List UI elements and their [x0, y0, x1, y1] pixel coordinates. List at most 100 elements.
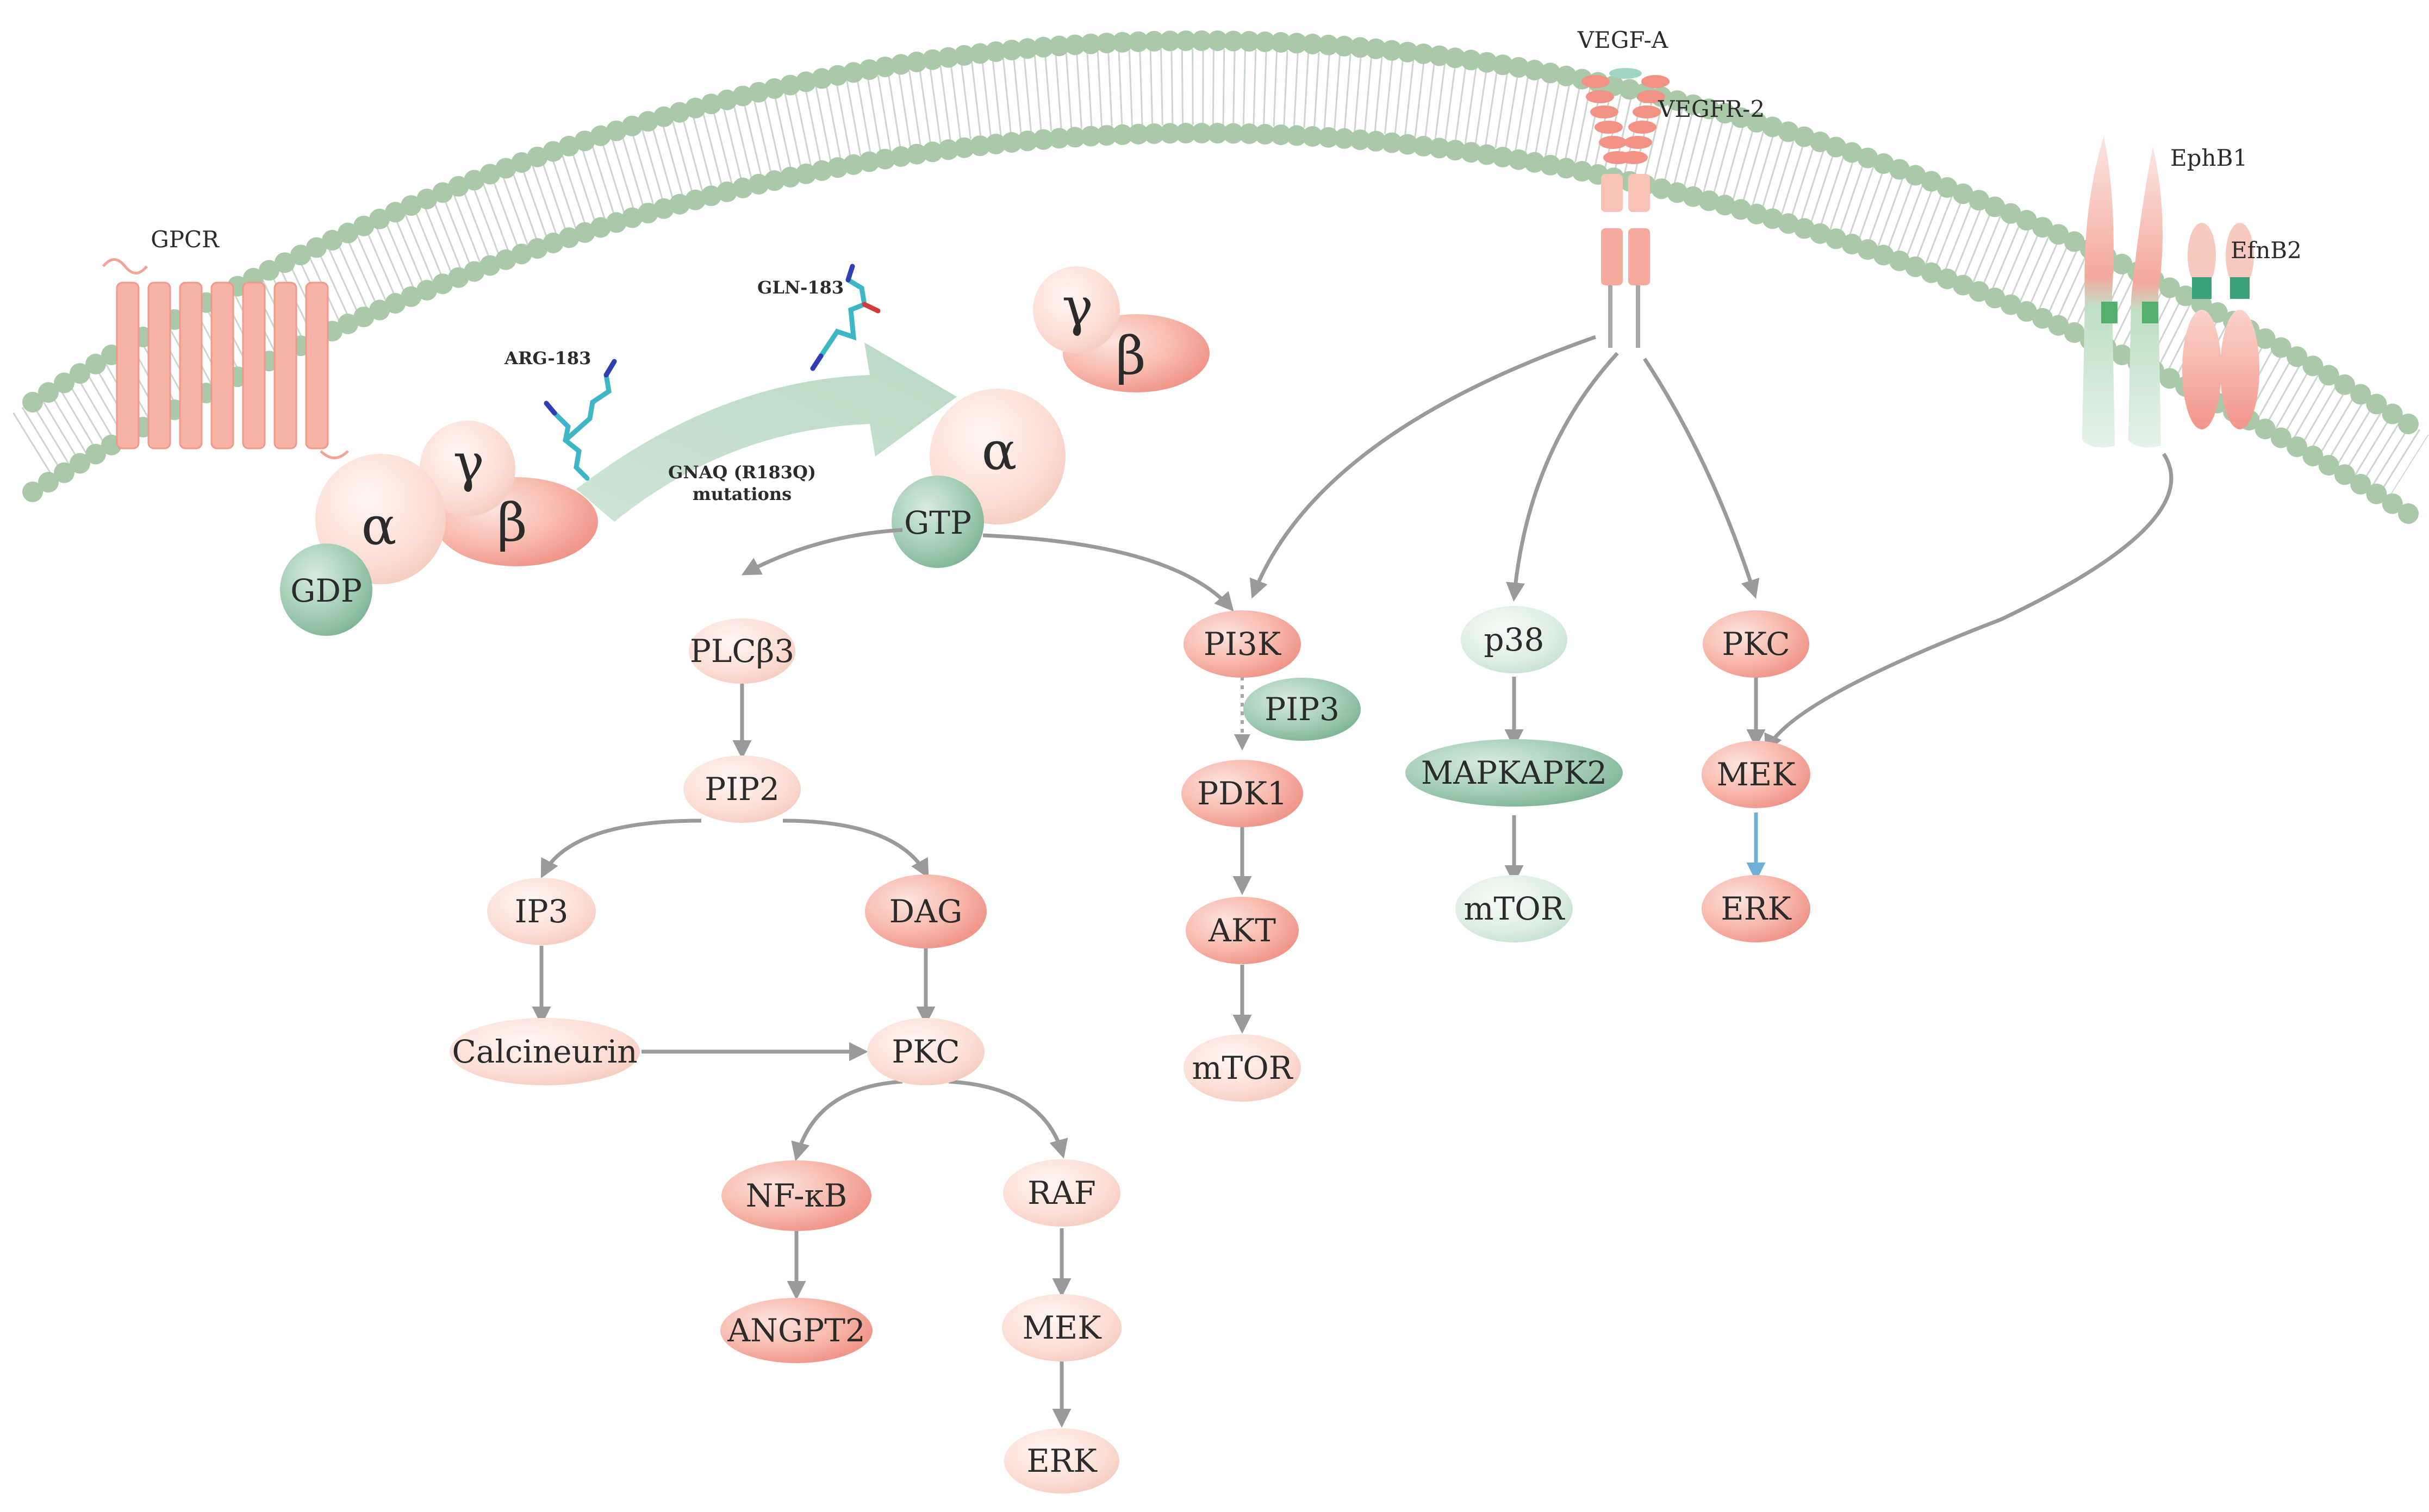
membrane-head: [669, 193, 690, 215]
membrane-head: [638, 111, 658, 132]
membrane-head: [922, 49, 943, 70]
membrane-head: [401, 195, 422, 216]
membrane-head: [574, 130, 595, 152]
membrane-head: [2302, 355, 2324, 377]
membrane-head: [621, 115, 643, 136]
membrane-head: [653, 106, 674, 127]
membrane-head: [1223, 30, 1244, 52]
membrane-head: [701, 185, 722, 207]
membrane-head: [1952, 183, 1973, 204]
membrane-head: [1049, 35, 1070, 57]
membrane-head: [1064, 34, 1086, 55]
membrane-head: [1349, 129, 1371, 151]
membrane-head: [1555, 65, 1577, 86]
membrane-head: [1160, 30, 1181, 52]
membrane-head: [1270, 124, 1291, 145]
gamma-label: γ: [453, 433, 484, 493]
membrane-head: [1460, 49, 1481, 71]
membrane-head: [2032, 217, 2053, 238]
membrane-head: [1175, 30, 1197, 51]
label-plcb3: PLCβ3: [690, 633, 794, 670]
membrane-head: [1873, 153, 1894, 174]
membrane-head: [432, 182, 453, 203]
gdp-shape: [280, 543, 372, 636]
membrane-head: [85, 443, 106, 465]
membrane-head: [464, 170, 485, 191]
node-erk-main: [1004, 1428, 1119, 1494]
membrane-head: [1793, 218, 1815, 239]
membrane-head: [1651, 178, 1672, 199]
membrane-head: [780, 74, 801, 96]
label-mek-main: MEK: [1022, 1309, 1102, 1346]
membrane-head: [985, 41, 1006, 63]
membrane-head: [2000, 203, 2021, 224]
membrane-head: [1286, 125, 1307, 146]
membrane-head: [717, 181, 738, 202]
membrane-head: [1429, 45, 1450, 66]
membrane-head: [1698, 98, 1720, 120]
membrane-head: [732, 177, 753, 198]
membrane-head: [890, 146, 912, 167]
membrane-head: [479, 255, 501, 276]
membrane-head: [1905, 165, 1926, 186]
membrane-head: [1524, 60, 1545, 80]
membrane-head: [1841, 142, 1863, 163]
membrane-head: [543, 233, 564, 253]
gpcr-receptor: GPCR: [102, 226, 349, 459]
membrane-head: [495, 158, 516, 179]
label-pip2: PIP2: [705, 771, 780, 808]
membrane-head: [685, 97, 706, 118]
membrane-head: [275, 252, 295, 273]
node-plcb3: [689, 618, 795, 684]
membrane-head: [938, 139, 959, 160]
membrane-head: [1889, 159, 1910, 180]
membrane-head: [795, 71, 817, 92]
membrane-head: [843, 154, 864, 175]
membrane-head: [464, 261, 485, 282]
node-pkc-main: [867, 1018, 985, 1085]
membrane-head: [1921, 171, 1942, 192]
node-mapkapk2: [1405, 739, 1623, 807]
vegfr2-domain: [1599, 136, 1627, 149]
label-pkc-main: PKC: [892, 1033, 960, 1070]
vegfr2-receptor: VEGF-A VEGFR-2: [1577, 27, 1765, 348]
membrane-head: [2191, 293, 2212, 315]
node-akt: [1186, 897, 1299, 964]
membrane-head: [1969, 190, 1990, 211]
label-pkc-right: PKC: [1722, 626, 1790, 663]
membrane-head: [2350, 473, 2371, 495]
membrane-head: [1112, 32, 1133, 53]
membrane-head: [1223, 123, 1244, 144]
membrane-head: [1381, 40, 1403, 61]
node-mtor-akt: [1184, 1034, 1301, 1102]
ephb1-label: EphB1: [2170, 145, 2247, 171]
membrane-head: [1365, 130, 1386, 152]
membrane-head: [1160, 123, 1181, 144]
membrane-head: [590, 217, 611, 238]
node-mek-main: [1002, 1294, 1122, 1361]
label-p38: p38: [1484, 621, 1544, 658]
active-beta-label: β: [1116, 326, 1146, 386]
membrane-head: [1984, 288, 2006, 309]
membrane-head: [306, 237, 327, 258]
membrane-head: [1318, 34, 1339, 55]
arrow-vegfr-p38: [1506, 352, 1619, 602]
membrane-head: [54, 372, 74, 393]
membrane-head: [1207, 123, 1228, 143]
vegfr2-domain: [1628, 121, 1656, 134]
membrane-head: [2350, 384, 2371, 405]
cell-membrane: [13, 30, 2429, 524]
membrane-head: [2048, 224, 2069, 245]
membrane-head: [590, 125, 611, 146]
membrane-head: [2254, 418, 2276, 440]
arrow-pip2-ip3: [540, 819, 702, 879]
membrane-head: [2254, 328, 2276, 349]
membrane-head: [2064, 231, 2085, 252]
membrane-head: [543, 141, 564, 162]
membrane-head: [875, 148, 896, 170]
membrane-head: [1778, 213, 1799, 234]
membrane-head: [1017, 130, 1038, 152]
vegfr2-label: VEGFR-2: [1658, 96, 1765, 122]
node-mtor-p38: [1455, 875, 1573, 942]
membrane-head: [1984, 196, 2006, 217]
